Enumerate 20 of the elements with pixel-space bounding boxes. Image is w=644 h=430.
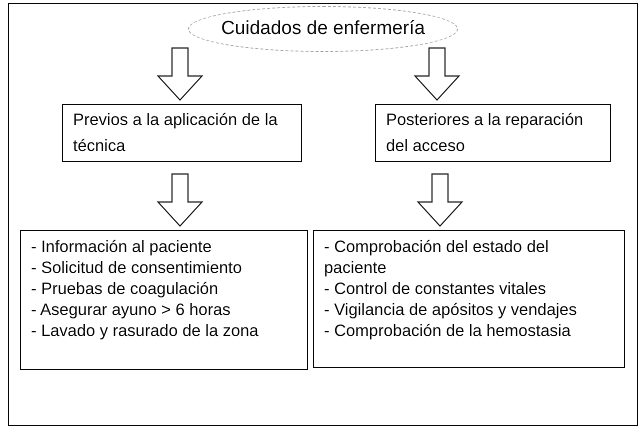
block-arrow [156,173,204,227]
list-item: - Comprobación del estado del paciente [324,237,550,279]
block-arrow [414,47,460,101]
list-item: - Solicitud de consentimiento [31,258,243,279]
list-item: - Vigilancia de apósitos y vendajes [324,300,578,321]
list-item: - Información al paciente [31,237,213,258]
node-label: Cuidados de enfermería [221,17,425,41]
list-item: - Lavado y rasurado de la zona [31,321,260,342]
block-arrow [416,173,464,227]
category-box [62,104,302,162]
list-box [20,230,308,370]
list-box [313,230,625,368]
list-item: - Comprobación de la hemostasia [324,321,572,342]
list-item: - Control de constantes vitales [324,279,547,300]
list-item: - Asegurar ayuno > 6 horas [31,300,232,321]
category-box [375,104,611,162]
node-label: Posteriores a la reparación del acceso [386,110,584,157]
list-item: - Pruebas de coagulación [31,279,220,300]
block-arrow [156,47,204,101]
node-label: Previos a la aplicación de la técnica [73,110,279,157]
